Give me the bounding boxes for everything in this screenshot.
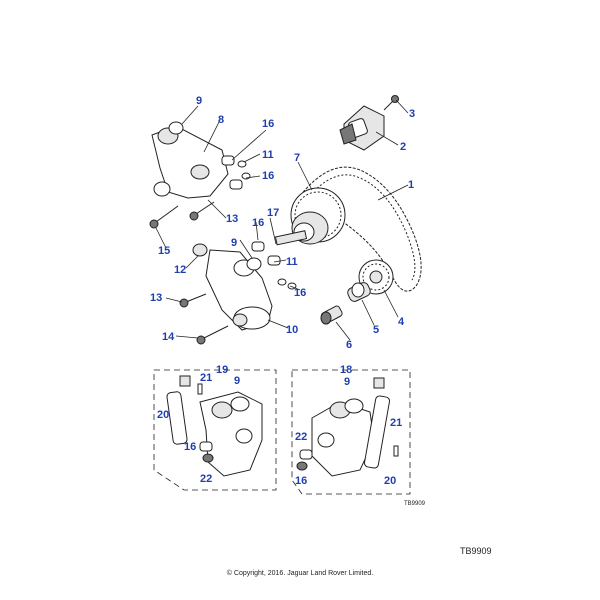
callout-numbers: 1 2 3 4 5 6 7 8 9 9 9 9 10 11 11 12 13 1… [150,95,415,487]
upper-bushes [221,155,251,190]
callout-11-lower: 11 [286,256,298,268]
lower-fasteners [179,241,297,345]
upper-bolts [149,201,215,229]
upper-chain-guide-bracket [151,121,229,199]
inset-left-vvt-solenoid [153,369,277,491]
drawing-reference-small: TB9909 [404,501,426,507]
callout-11-upper: 11 [262,149,274,161]
callout-4: 4 [398,316,405,328]
callout-9-left-inset: 9 [234,375,240,387]
callout-18: 18 [340,364,352,376]
inset-right-vvt-solenoid [291,369,411,495]
callout-22-right-inset: 22 [295,431,307,443]
callout-9-middle: 9 [231,237,237,249]
callout-21-left-inset: 21 [200,372,212,384]
drawing-reference-label: TB9909 [460,546,492,556]
callout-9-right-inset: 9 [344,376,350,388]
callout-9-upper: 9 [196,95,202,107]
callout-16-lower: 16 [294,287,306,299]
callout-5: 5 [373,324,379,336]
callout-8: 8 [218,114,224,126]
callout-16-left-inset: 16 [184,441,196,453]
callout-16-upper-b: 16 [262,170,274,182]
callout-20-right-inset: 20 [384,475,396,487]
callout-19: 19 [216,364,228,376]
leader-lines [155,99,409,341]
callout-15: 15 [158,245,170,257]
callout-20-left-inset: 20 [157,409,169,421]
copyright-notice: © Copyright, 2016. Jaguar Land Rover Lim… [226,570,374,577]
callout-10: 10 [286,324,298,336]
callout-3: 3 [409,108,415,120]
callout-14: 14 [162,331,175,343]
callout-16-middle: 16 [252,217,264,229]
chain-tensioner [339,95,399,151]
callout-13-lower: 13 [150,292,162,304]
callout-21-right-inset: 21 [390,417,402,429]
timing-chain [299,166,422,292]
callout-6: 6 [346,339,352,351]
callout-16-right-inset: 16 [295,475,307,487]
spacer-and-bolt [320,282,371,325]
callout-16-upper-a: 16 [262,118,274,130]
callout-13-upper: 13 [226,213,238,225]
camshaft-sprocket [274,187,346,246]
callout-2: 2 [400,141,406,153]
callout-17: 17 [267,207,279,219]
callout-22-left-inset: 22 [200,473,212,485]
lower-chain-guide-bracket [205,249,273,331]
callout-1: 1 [408,179,414,191]
callout-12: 12 [174,264,186,276]
callout-7: 7 [294,152,300,164]
